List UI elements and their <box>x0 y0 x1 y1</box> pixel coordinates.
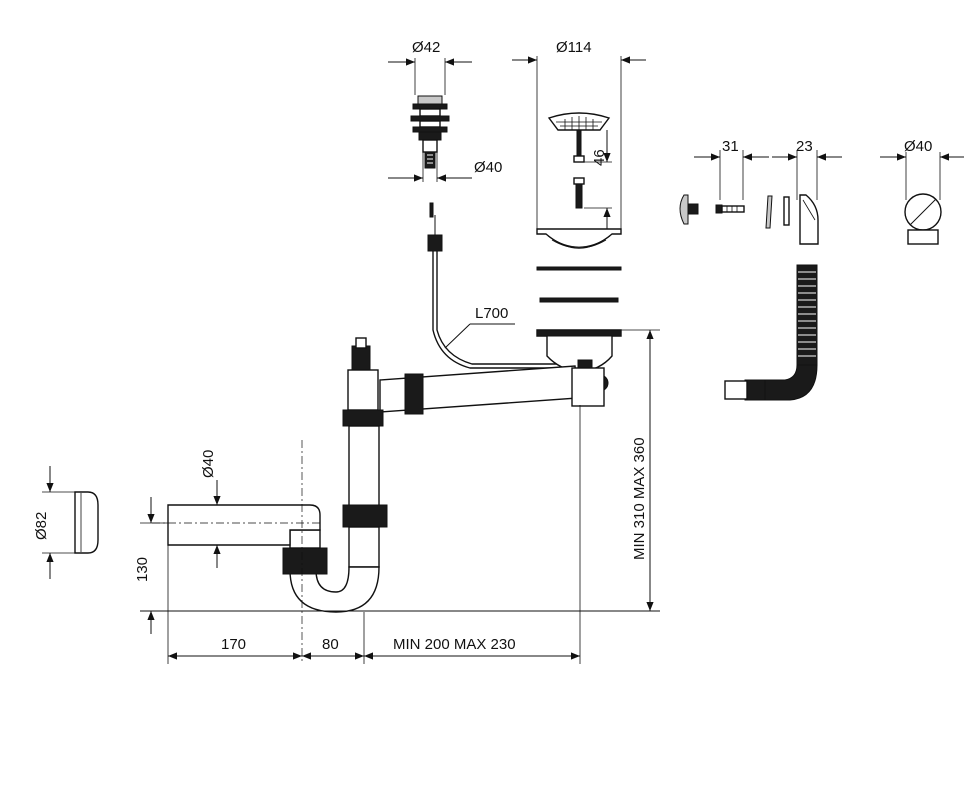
dim-label-diameter-42: Ø42 <box>412 39 440 56</box>
overflow-screw-set: 31 23 <box>679 138 842 245</box>
dim-label-cable-length: L700 <box>475 305 508 322</box>
main-siphon-assembly: L700 <box>152 202 622 613</box>
dim-label-height-130: 130 <box>134 557 151 582</box>
dim-label-diameter-114: Ø114 <box>556 39 592 56</box>
dim-label-diameter-40-overflow: Ø40 <box>904 138 932 155</box>
assembly-dimensions: Ø40 130 MIN 310 MAX 360 170 80 MIN 200 M… <box>134 329 660 664</box>
dim-label-offset-170: 170 <box>221 636 246 653</box>
dim-label-diameter-40-plug: Ø40 <box>474 159 502 176</box>
dim-label-width-range: MIN 200 MAX 230 <box>393 636 516 653</box>
remote-knob-part: Ø42 Ø40 <box>388 39 502 182</box>
corrugated-overflow-hose <box>724 264 818 401</box>
dim-label-height-range: MIN 310 MAX 360 <box>631 437 648 560</box>
dim-label-width-23: 23 <box>796 138 813 155</box>
dim-label-height-46: 46 <box>591 149 608 166</box>
overflow-head-part: Ø40 <box>880 138 964 245</box>
dim-label-offset-80: 80 <box>322 636 339 653</box>
strainer-basket-part: Ø114 46 <box>512 39 646 303</box>
dim-label-diameter-82: Ø82 <box>33 512 50 540</box>
end-cap-part: Ø82 <box>33 466 99 579</box>
dim-label-length-31: 31 <box>722 138 739 155</box>
dim-label-pipe-diameter-40: Ø40 <box>200 450 217 478</box>
